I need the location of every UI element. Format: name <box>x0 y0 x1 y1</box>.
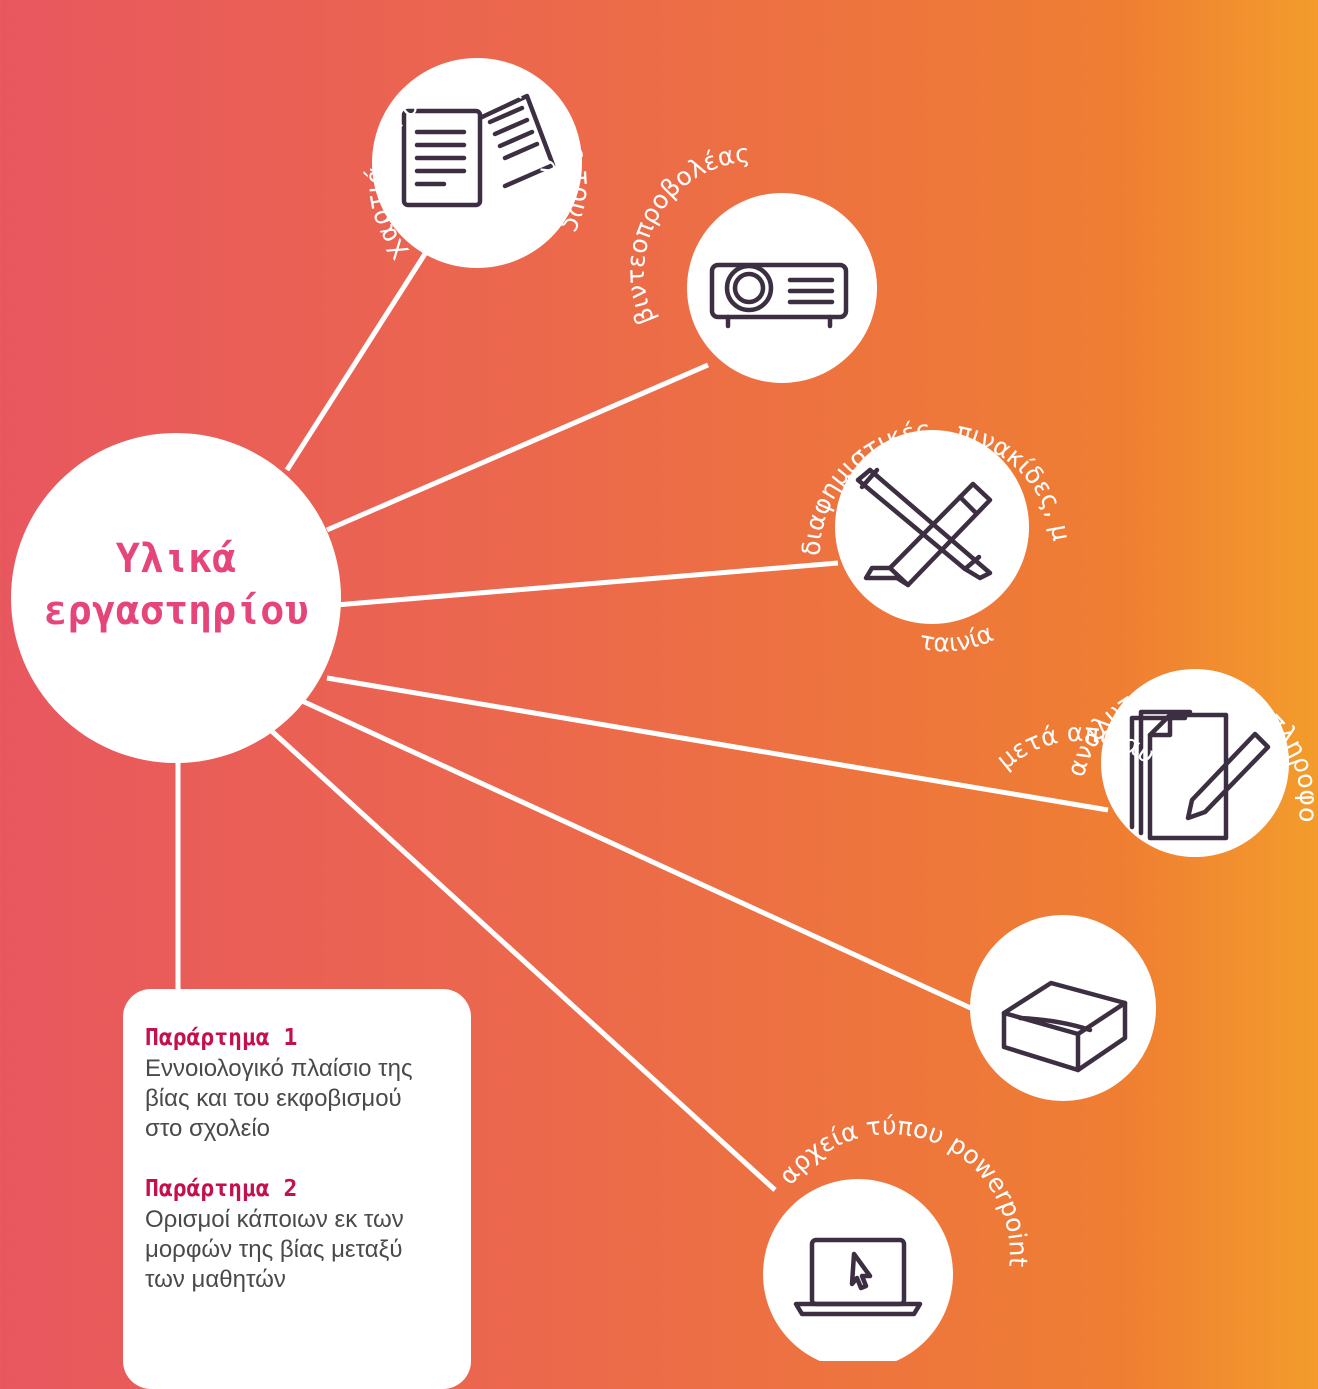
laptop-cursor-icon <box>793 1237 923 1317</box>
appendix-2-title: Παράρτημα 2 <box>145 1176 298 1202</box>
appendix-2-line1: Ορισμοί κάποιων εκ των <box>145 1206 404 1233</box>
label-markers-2: ταινία <box>917 618 997 657</box>
appendix-2: Παράρτημα 2 Ορισμοί κάποιων εκ των μορφώ… <box>145 1176 447 1295</box>
connector-projector <box>326 362 709 533</box>
connector-ppt <box>263 723 777 1192</box>
appendix-1: Παράρτημα 1 Εννοιολογικό πλαίσιο της βία… <box>145 1025 447 1144</box>
connector-lines <box>175 233 1109 1192</box>
connector-info <box>326 675 1109 813</box>
connector-sticky <box>298 697 977 1013</box>
appendix-1-title: Παράρτημα 1 <box>145 1025 298 1051</box>
appendix-1-line3: στο σχολείο <box>145 1115 271 1142</box>
material-node-powerpoint: αρχεία τύπου powerpoint <box>763 1111 1033 1361</box>
connector-markers <box>335 560 839 608</box>
appendix-1-line2: βίας και του εκφοβισμού <box>145 1085 402 1112</box>
material-node-paper: Χαρτιά και στυλό για όλους τους ανθρώπου… <box>0 0 596 268</box>
appendix-2-line3: των μαθητών <box>145 1266 286 1293</box>
document-pen-icon <box>1129 709 1271 841</box>
documents-icon <box>401 93 556 208</box>
center-node: Υλικά εργαστηρίου <box>11 433 341 763</box>
connector-paper <box>284 233 440 472</box>
appendix-card: Παράρτημα 1 Εννοιολογικό πλαίσιο της βία… <box>123 989 471 1389</box>
pencil-marker-icon <box>855 467 993 588</box>
center-title-line1: Υλικά <box>116 536 236 582</box>
appendix-1-line1: Εννοιολογικό πλαίσιο της <box>145 1055 413 1082</box>
sticky-notes-icon <box>1001 980 1128 1073</box>
appendix-2-line2: μορφών της βίας μεταξύ <box>145 1236 403 1263</box>
mind-map: Υλικά εργαστηρίου Χαρτιά και στυλό για ό… <box>0 0 1271 1361</box>
center-title-line2: εργαστηρίου <box>44 588 309 634</box>
material-node-projector: βιντεοπροβολέας <box>621 138 877 383</box>
projector-icon <box>709 262 849 329</box>
